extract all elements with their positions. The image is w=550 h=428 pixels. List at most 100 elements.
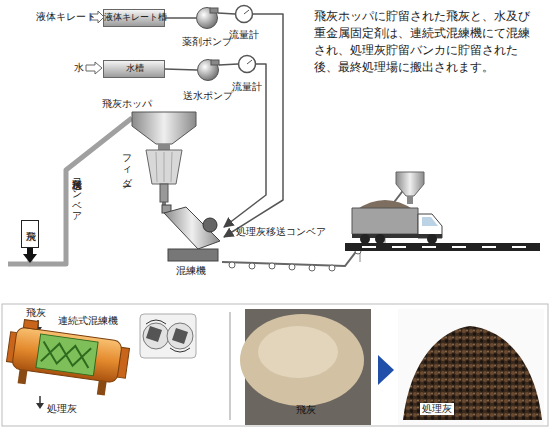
pump-symbol: 薬剤ポンプ [196,7,218,29]
pump-outlet [211,60,219,65]
feeder-line [156,152,157,182]
flow-meter-shape [238,55,256,73]
section-rotor [167,323,193,349]
rotation-arrow [146,320,166,324]
mixer-base [168,249,218,261]
pump-symbol-shape [196,7,218,29]
fly-ash-photo [240,314,364,406]
pump-body [197,8,218,29]
mixer-window [36,334,98,376]
node-label: 薬剤ポンプ [182,37,232,47]
roller [269,263,275,269]
road-mark [392,246,406,248]
part-label: 液体キレート [36,11,96,23]
node-label: 送水ポンプ [183,91,233,101]
panel-divider [230,312,231,420]
section-rotor [143,323,169,349]
mixer-shape [162,205,224,263]
feeder-line [164,152,165,182]
part-label: 処理灰 [47,404,77,415]
conveyor-line [8,262,30,267]
road-mark [452,246,466,248]
section-frame [140,314,196,358]
mixer-leg [97,381,107,396]
pump-body [198,60,219,81]
node-label: 流量計 [229,30,259,40]
treated-ash-photo [403,326,542,420]
roller [329,265,335,271]
meter-body [239,56,256,73]
section-paddle [172,328,188,344]
part-label: 処理灰移送コンベア [236,226,326,238]
meter-body [236,6,253,23]
pipe-connector [224,64,266,227]
flow-meter-shape [235,5,253,23]
wheel [427,234,437,244]
pump-symbol: 送水ポンプ [197,59,219,81]
transform-arrow [378,355,394,385]
node-label: 混練機 [176,265,216,276]
mixer-body [164,207,220,249]
photo-frame [398,309,544,425]
pipe-connector [165,17,196,19]
mixer-illustration [4,318,132,398]
part-label: 飛灰 [26,308,46,319]
pump-symbol-shape [197,59,219,81]
wheel [360,234,370,244]
road [345,243,540,251]
part-label: 水 [74,62,84,74]
node-label: 流量計 [232,82,262,92]
mixer-motor [203,218,217,232]
node-label: 水槽 [104,64,166,73]
mixer: 混練機 [162,205,224,263]
inlet-arrow [86,62,102,74]
meter-needle [244,10,249,14]
flow-meter: 流量計 [235,5,253,23]
meter-needle [247,60,252,64]
part-label: フィダー [121,148,132,181]
road-mark [362,246,376,248]
panel-frame [2,304,548,426]
feeder [146,150,182,184]
paddle [41,351,90,368]
feeder-line [171,152,172,182]
bunker-chute [407,196,413,204]
tank-box: 液体キレート槽 [103,9,165,27]
road-mark [512,246,526,248]
node-label: 飛灰ホッパ [102,98,172,109]
cross-section [140,314,196,358]
source-box: 飛灰 [21,220,39,248]
truck-window [422,217,438,226]
conveyor-connector [30,118,132,264]
discharge-arrow [39,396,41,404]
tank-box: 水槽 [103,60,165,78]
pipe-connector [224,14,283,237]
hopper-body [132,112,196,144]
part-label: 処理灰 [420,403,454,415]
node-label: 液体キレート槽 [104,13,166,22]
pipe-connector [218,13,235,14]
hopper-shape [132,112,196,202]
truck-bed [352,208,418,234]
pump-outlet [210,8,218,13]
discharge-arrow-head [36,403,44,409]
flow-meter: 流量計 [238,55,256,73]
hopper: 飛灰ホッパ [132,112,196,202]
fly-ash-highlight [258,326,338,378]
mixer-leg [18,369,28,384]
pipe-connector [219,64,238,65]
part-label: 飛灰 [296,404,316,416]
road-mark [482,246,496,248]
hopper-neck [158,144,170,150]
section-paddle [146,326,162,342]
road-mark [422,246,436,248]
mixer-inlet [23,320,38,330]
feed-arrow-head [23,254,37,263]
description-text: 飛灰ホッパに貯留された飛灰と、水及び 重金属固定剤は、連続式混練機にて混練 され… [314,8,536,76]
mixer-body [12,327,123,383]
wheel [375,234,385,244]
pipe-connector [165,69,197,70]
bunker [396,172,424,196]
